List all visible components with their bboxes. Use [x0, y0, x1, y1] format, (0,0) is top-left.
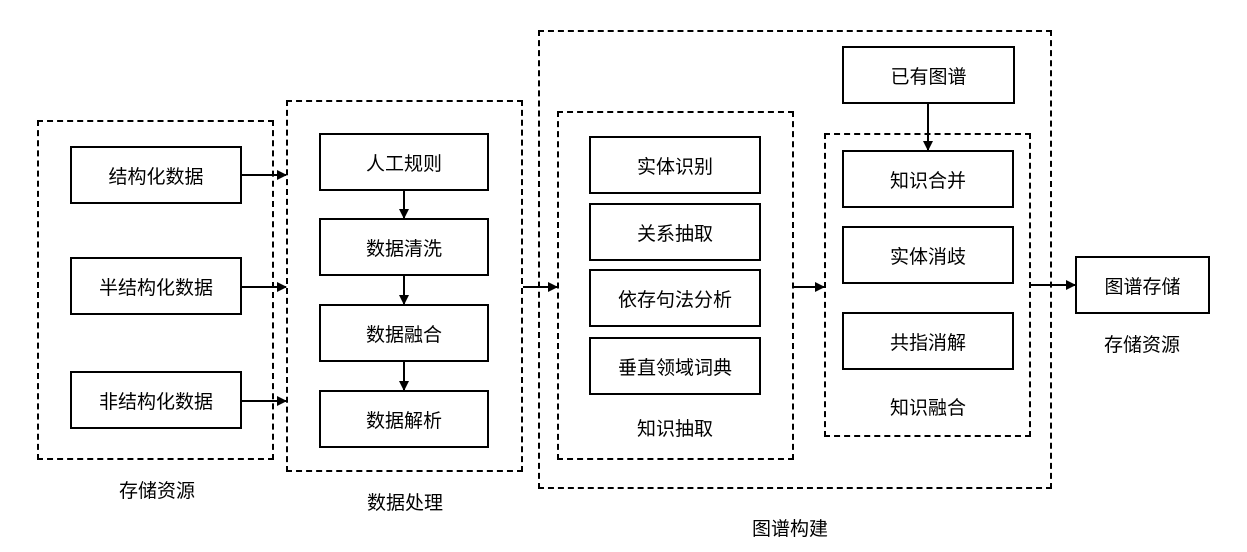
data-processing-label: 数据处理 [366, 492, 444, 514]
storage-source-label: 存储资源 [118, 480, 196, 502]
graph-storage-node: 图谱存储 [1075, 256, 1210, 314]
existing-graph-node: 已有图谱 [842, 46, 1015, 104]
relation-extraction-node: 关系抽取 [589, 203, 761, 261]
coreference-resolution-node: 共指消解 [842, 312, 1014, 370]
knowledge-fusion-label: 知识融合 [889, 397, 967, 419]
entity-recognition-node: 实体识别 [589, 136, 761, 194]
structured-data-node: 结构化数据 [70, 146, 242, 204]
knowledge-merge-node: 知识合并 [842, 150, 1014, 208]
entity-disambiguation-node: 实体消歧 [842, 226, 1014, 284]
unstructured-data-node: 非结构化数据 [70, 371, 242, 429]
graph-storage-label: 存储资源 [1103, 334, 1181, 356]
graph-construction-group [538, 30, 1052, 489]
knowledge-extraction-label: 知识抽取 [636, 418, 714, 440]
data-parsing-node: 数据解析 [319, 390, 489, 448]
graph-construction-label: 图谱构建 [751, 518, 829, 540]
data-fusion-node: 数据融合 [319, 304, 489, 362]
manual-rules-node: 人工规则 [319, 133, 489, 191]
data-cleaning-node: 数据清洗 [319, 218, 489, 276]
semi-structured-data-node: 半结构化数据 [70, 257, 242, 315]
knowledge-extraction-group [557, 111, 794, 460]
data-processing-group [286, 100, 523, 472]
dependency-parsing-node: 依存句法分析 [589, 269, 761, 327]
domain-dictionary-node: 垂直领域词典 [589, 337, 761, 395]
storage-source-group [37, 120, 274, 460]
